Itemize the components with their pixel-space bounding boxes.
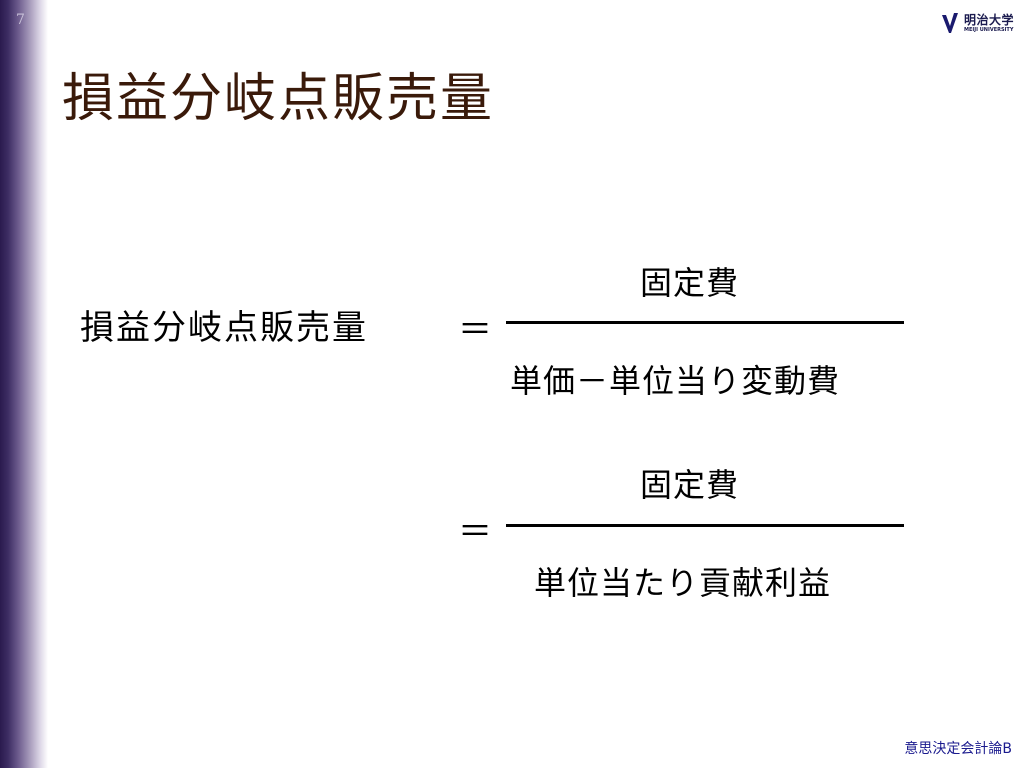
fraction2-denominator: 単位当たり貢献利益 bbox=[534, 564, 832, 602]
university-logo: 明治大学 MEIJI UNIVERSITY bbox=[940, 8, 1020, 38]
slide-number: 7 bbox=[16, 12, 25, 28]
equals-sign-2: ＝ bbox=[458, 512, 492, 552]
fraction1-denominator: 単価－単位当り変動費 bbox=[510, 362, 841, 400]
logo-sub: MEIJI UNIVERSITY bbox=[964, 26, 1014, 33]
course-footer: 意思決定会計論B bbox=[904, 741, 1012, 757]
fraction1-numerator: 固定費 bbox=[640, 264, 740, 302]
slide-title: 損益分岐点販売量 bbox=[62, 69, 495, 129]
side-decoration-bar bbox=[0, 0, 48, 768]
formula-lhs: 損益分岐点販売量 bbox=[80, 308, 368, 348]
meiji-logo-icon bbox=[942, 13, 958, 33]
equals-sign-1: ＝ bbox=[458, 310, 492, 350]
logo-name: 明治大学 bbox=[964, 12, 1015, 27]
fraction2-numerator: 固定費 bbox=[640, 466, 740, 504]
fraction2-bar bbox=[506, 524, 904, 527]
fraction1-bar bbox=[506, 321, 904, 324]
